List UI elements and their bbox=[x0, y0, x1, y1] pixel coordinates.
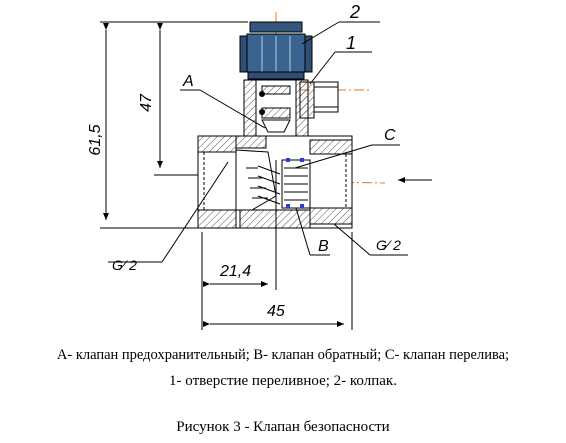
legend-line-2: 1- отверстие переливное; 2- колпак. bbox=[169, 373, 397, 389]
leader-1 bbox=[309, 51, 372, 85]
legend-line-1: A- клапан предохранительный; B- клапан о… bbox=[56, 347, 510, 363]
leader-c bbox=[294, 144, 400, 169]
label-2: 2 bbox=[349, 2, 360, 22]
label-g-right: G⁄ 2 bbox=[376, 237, 401, 253]
check-valve-marks bbox=[286, 158, 304, 208]
leader-a bbox=[180, 89, 266, 129]
dim-overall-height bbox=[100, 21, 248, 229]
dim-offset-text: 21,4 bbox=[219, 263, 251, 280]
label-g-left: G⁄ 2 bbox=[112, 257, 137, 273]
label-b: B bbox=[318, 238, 329, 255]
leader-2 bbox=[301, 21, 380, 45]
overflow-outlet bbox=[299, 81, 339, 119]
leader-g-left bbox=[108, 161, 229, 263]
label-a: A bbox=[182, 73, 194, 90]
figure-title: Рисунок 3 - Клапан безопасности bbox=[176, 419, 390, 435]
leader-b bbox=[295, 207, 330, 256]
dim-upper-height bbox=[154, 21, 205, 176]
stem-housing bbox=[243, 79, 309, 139]
dim-length bbox=[201, 232, 353, 330]
dim-offset bbox=[201, 160, 277, 290]
dim-length-text: 45 bbox=[267, 303, 285, 320]
label-1: 1 bbox=[346, 33, 356, 53]
cap bbox=[239, 21, 313, 80]
dim-overall-height-text: 61,5 bbox=[87, 124, 104, 155]
label-c: C bbox=[384, 127, 396, 144]
dim-upper-height-text: 47 bbox=[138, 93, 155, 112]
